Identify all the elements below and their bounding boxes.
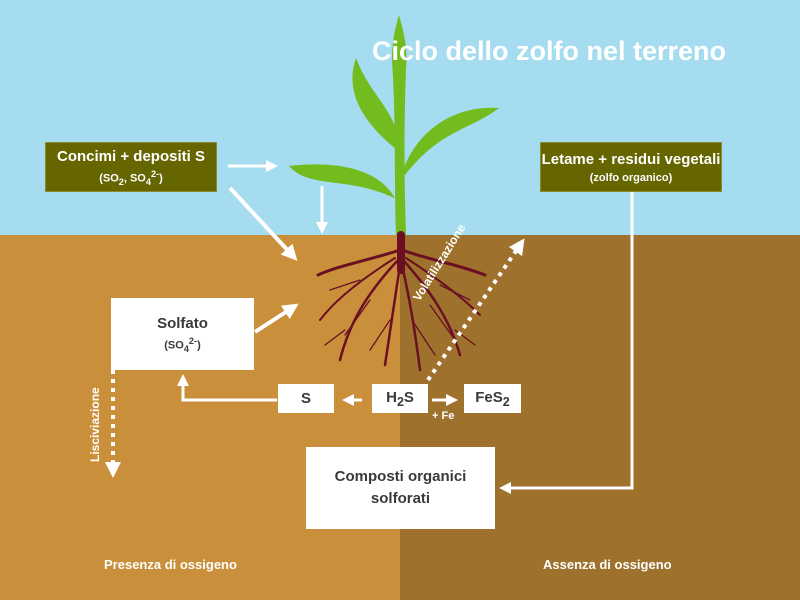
arrows xyxy=(105,160,634,494)
h2s-box: H2S xyxy=(372,384,428,413)
fe-label: + Fe xyxy=(432,410,455,422)
letame-sub: (zolfo organico) xyxy=(589,171,673,184)
assenza-ossigeno-label: Assenza di ossigeno xyxy=(543,557,672,572)
h2s-label: H2S xyxy=(386,388,414,409)
page-title: Ciclo dello zolfo nel terreno xyxy=(372,36,727,66)
soil-anoxic xyxy=(400,235,800,600)
concimi-box: Concimi + depositi S (SO2, SO42-) xyxy=(45,142,217,192)
concimi-formula: (SO2, SO42-) xyxy=(99,168,163,187)
solfato-box: Solfato (SO42-) xyxy=(111,298,254,370)
plant xyxy=(289,15,499,235)
s-box: S xyxy=(278,384,334,413)
s-label: S xyxy=(300,390,311,407)
fes2-box: FeS2 xyxy=(464,384,521,413)
soil-oxic xyxy=(0,235,400,600)
composti-label: Composti organici solforati xyxy=(334,468,467,507)
letame-box: Letame + residui vegetali (zolfo organic… xyxy=(540,142,722,192)
fes2-label: FeS2 xyxy=(475,388,510,409)
solfato-label: Solfato xyxy=(157,314,208,332)
concimi-label: Concimi + depositi S xyxy=(57,147,205,165)
solfato-formula: (SO42-) xyxy=(164,335,201,354)
lisciviazione-label: Lisciviazione xyxy=(88,387,102,462)
composti-box: Composti organici solforati xyxy=(306,447,495,529)
letame-label: Letame + residui vegetali xyxy=(541,150,721,168)
presenza-ossigeno-label: Presenza di ossigeno xyxy=(104,557,237,572)
